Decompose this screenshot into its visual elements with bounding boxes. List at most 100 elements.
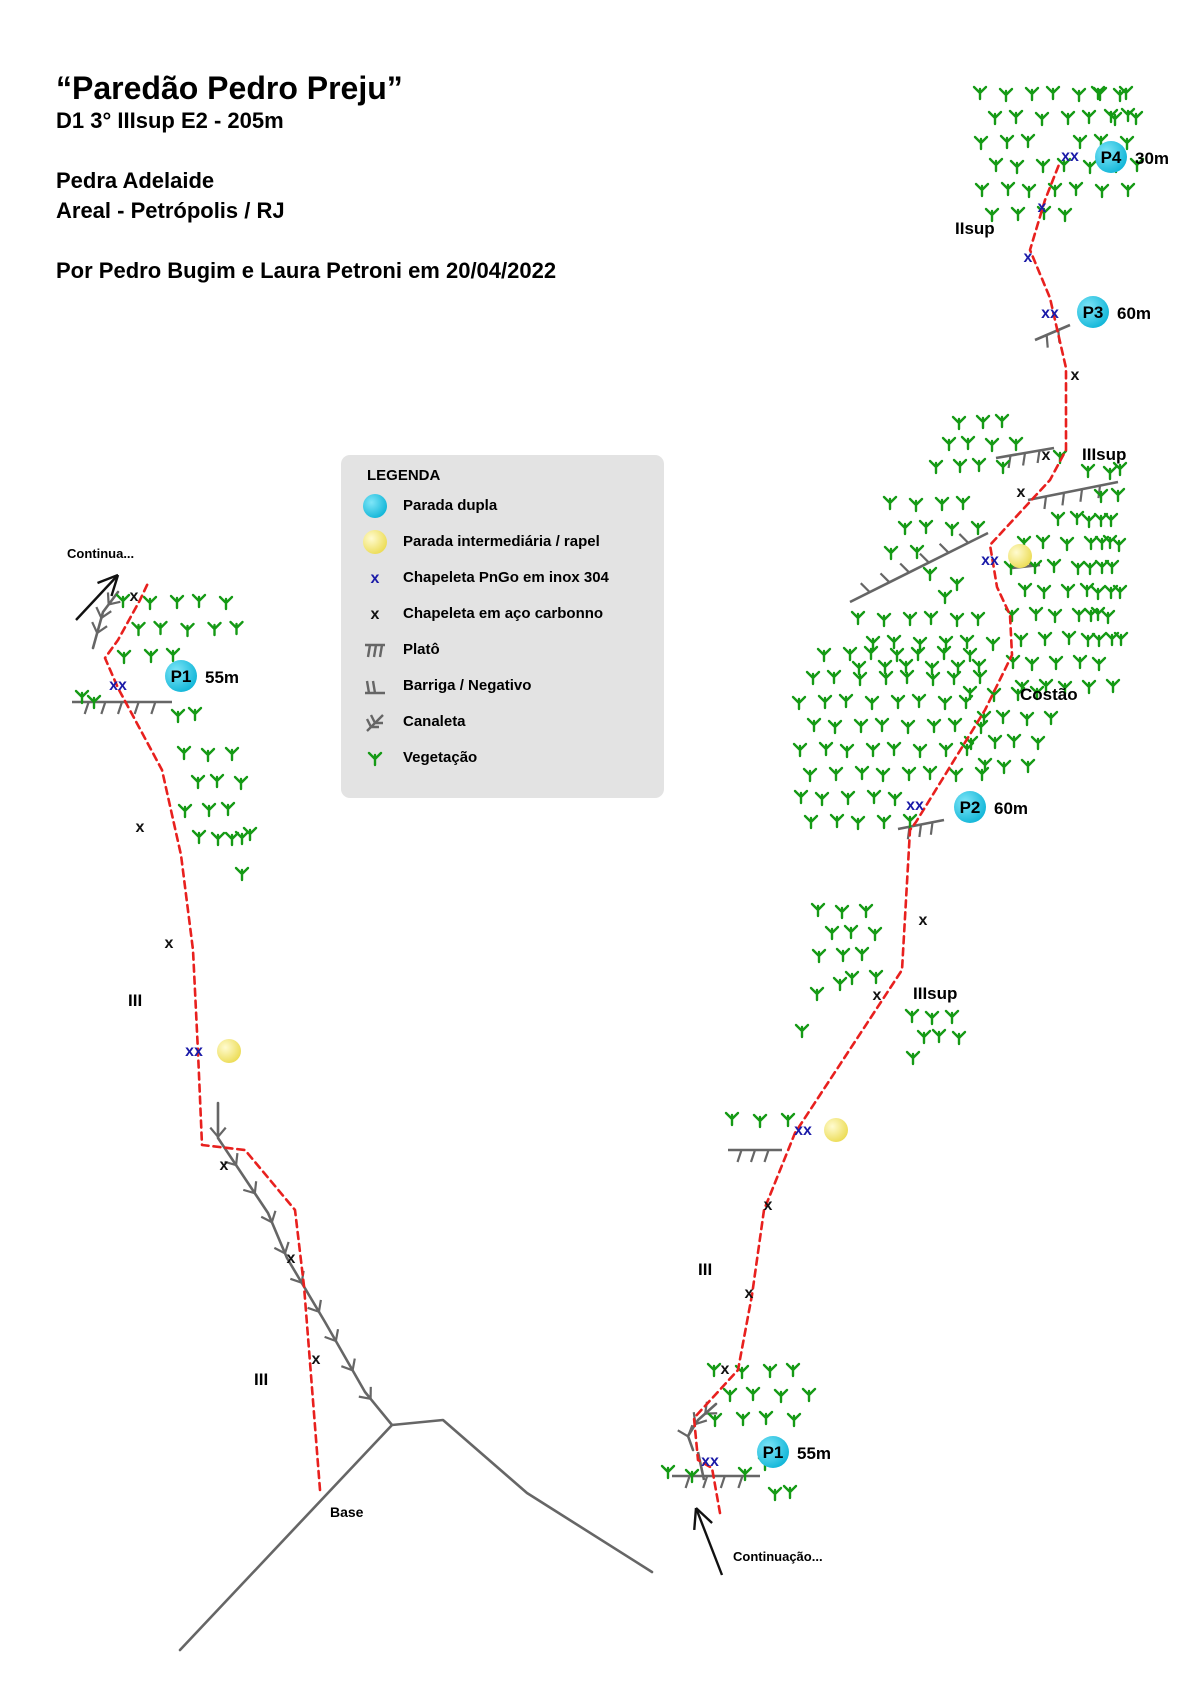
vegetation-icon	[1034, 111, 1050, 127]
vegetation-icon	[1069, 510, 1085, 526]
vegetation-icon	[367, 751, 383, 767]
vegetation-icon	[802, 767, 818, 783]
vegetation-icon	[1112, 584, 1128, 600]
legend-label: Parada intermediária / rapel	[403, 533, 600, 550]
vegetation-icon	[773, 1388, 789, 1404]
vegetation-icon	[864, 695, 880, 711]
vegetation-icon	[951, 415, 967, 431]
vegetation-icon	[229, 620, 244, 636]
vegetation-icon	[955, 495, 971, 511]
overhang-icon	[696, 1451, 706, 1481]
arrow-icon	[693, 1507, 724, 1576]
vegetation-icon	[890, 694, 906, 710]
vegetation-icon	[724, 1111, 740, 1127]
vegetation-icon	[829, 813, 845, 829]
belay-circle-icon	[954, 791, 986, 823]
carbon-bolt-icon: x	[371, 606, 380, 623]
vegetation-icon	[970, 611, 986, 627]
vegetation-icon	[1048, 655, 1064, 671]
gully-barb	[358, 1395, 371, 1400]
vegetation-icon	[200, 747, 216, 763]
belay-id: P1	[763, 1443, 784, 1462]
vegetation-icon	[949, 612, 965, 628]
carbon-bolt: x	[1042, 447, 1051, 464]
gully-barb	[307, 1306, 320, 1313]
vegetation-icon	[828, 766, 844, 782]
base-label: Base	[330, 1504, 364, 1520]
terrain-label: Costão	[1020, 685, 1078, 704]
double-bolt: xx	[109, 677, 127, 694]
vegetation-icon	[842, 646, 858, 662]
vegetation-icon	[722, 1387, 738, 1403]
vegetation-icon	[949, 576, 965, 592]
legend-item-overhang: Barriga / Negativo	[361, 673, 661, 699]
vegetation-icon	[767, 1486, 783, 1502]
vegetation-icon	[1050, 511, 1066, 527]
vegetation-icon	[882, 495, 898, 511]
ledge-tick	[1097, 485, 1102, 499]
vegetation-icon	[897, 520, 913, 536]
vegetation-icon	[1021, 183, 1037, 199]
grade-label: IIIsup	[1082, 445, 1126, 464]
vegetation-icon	[875, 767, 891, 783]
gully-barb	[100, 610, 112, 619]
carbon-bolt: x	[312, 1351, 321, 1368]
vegetation-icon	[180, 622, 195, 638]
vegetation-icon	[901, 766, 917, 782]
ledge-line	[696, 1451, 706, 1481]
legend-label: Vegetação	[403, 749, 478, 766]
grade-label: IIsup	[955, 219, 995, 238]
vegetation-icon	[867, 926, 883, 942]
vegetation-icon	[922, 765, 938, 781]
vegetation-icon	[1070, 560, 1086, 576]
vegetation-icon	[948, 767, 964, 783]
vegetation-icon	[866, 789, 882, 805]
legend-item-inox-bolt: x Chapeleta PnGo em inox 304	[361, 565, 661, 591]
vegetation-icon	[224, 746, 240, 762]
vegetation-icon	[1035, 158, 1051, 174]
vegetation-icon	[752, 1113, 768, 1129]
vegetation-icon	[782, 1484, 798, 1500]
vegetation-icon	[926, 718, 942, 734]
vegetation-icon	[1047, 608, 1063, 624]
vegetation-icon	[832, 976, 848, 992]
vegetation-icon	[153, 620, 168, 636]
grade-label: III	[254, 1370, 268, 1389]
vegetation-icon	[810, 902, 826, 918]
belay-circle-icon	[1077, 296, 1109, 328]
ledge-tick	[100, 701, 107, 715]
vegetation-icon	[1072, 654, 1088, 670]
vegetation-icon	[1102, 465, 1118, 481]
vegetation-icon	[944, 521, 960, 537]
vegetation-icon	[1000, 181, 1016, 197]
vegetation-icon	[762, 1363, 778, 1379]
pitch-length: 55m	[205, 668, 239, 687]
vegetation-icon	[883, 545, 899, 561]
vegetation-icon	[224, 831, 240, 847]
overhang-icon	[365, 680, 385, 695]
vegetation-icon	[878, 670, 894, 686]
gully-barb	[677, 1429, 689, 1438]
intermediate-circle-icon	[1008, 544, 1032, 568]
vegetation-icon	[1046, 558, 1062, 574]
gully-barb	[340, 1365, 354, 1372]
vegetation-icon	[1094, 535, 1110, 551]
vegetation-icon	[1061, 630, 1077, 646]
vegetation-icon	[1071, 87, 1087, 103]
gully-barb	[317, 1299, 322, 1312]
vegetation-icon	[962, 647, 978, 663]
vegetation-icon	[1083, 535, 1099, 551]
gully-barb	[108, 600, 121, 606]
gully-barb	[351, 1358, 356, 1371]
vegetation-icon	[850, 815, 866, 831]
legend-item-gully: Canaleta	[361, 709, 661, 735]
carbon-bolt: x	[919, 912, 928, 929]
inox-bolt: x	[1038, 199, 1047, 216]
vegetation-icon	[1024, 86, 1040, 102]
vegetation-icon	[1005, 654, 1021, 670]
arrow-head	[97, 573, 119, 585]
carbon-bolt: x	[130, 588, 139, 605]
vegetation-icon	[972, 669, 988, 685]
